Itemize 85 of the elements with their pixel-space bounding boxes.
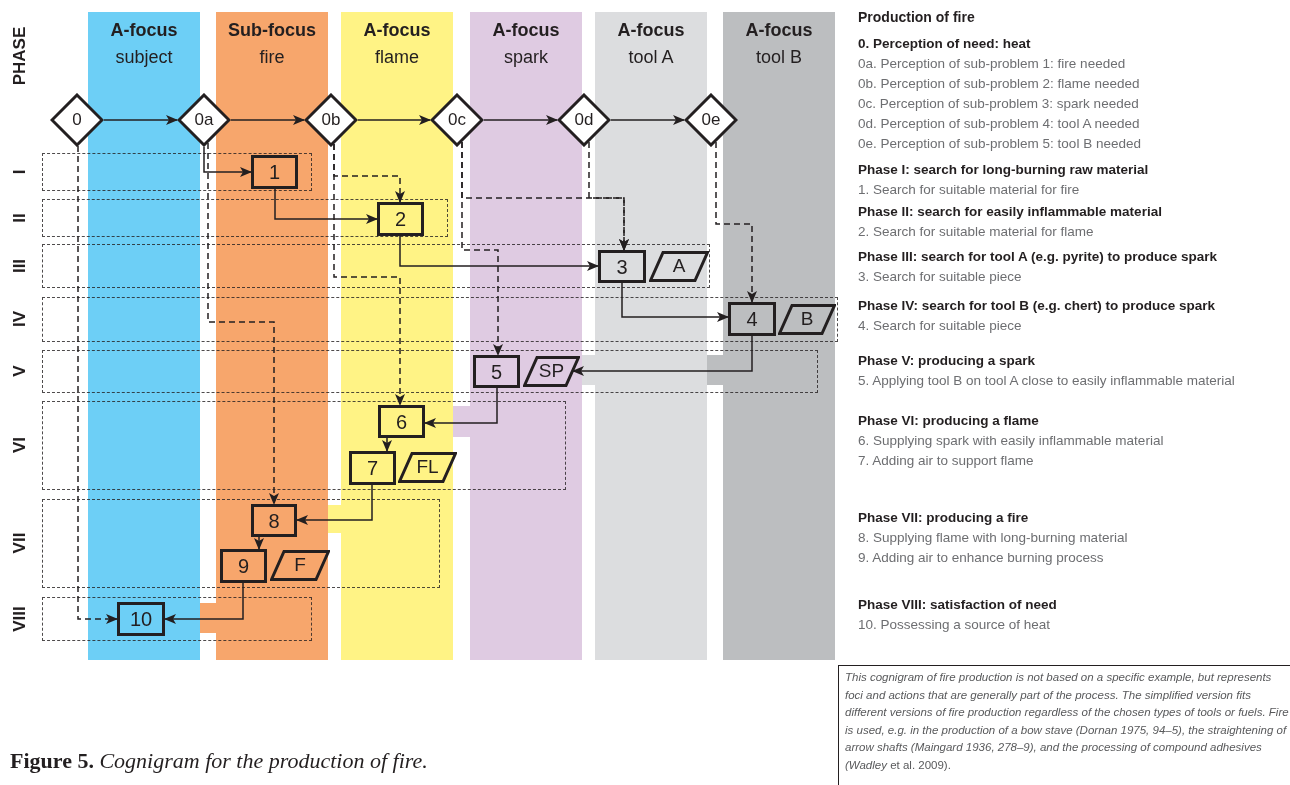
arrow: [103, 115, 178, 125]
step-description: 4. Search for suitable piece: [858, 317, 1022, 335]
dashed-arrow: [333, 143, 405, 406]
decision-diamond: 0: [50, 93, 104, 147]
arrow: [296, 484, 373, 525]
list-heading: Phase II: search for easily inflammable material: [858, 203, 1162, 221]
arrow: [572, 335, 753, 376]
arrow: [621, 282, 729, 322]
dashed-arrow: [77, 145, 118, 624]
decision-diamond: 0b: [304, 93, 358, 147]
arrow: [230, 115, 305, 125]
step-description: 3. Search for suitable piece: [858, 268, 1022, 286]
step-description: 0e. Perception of sub-problem 5: tool B needed: [858, 135, 1141, 153]
arrow: [483, 115, 558, 125]
step-description: 1. Search for suitable material for fire: [858, 181, 1080, 199]
step-description: 7. Adding air to support flame: [858, 452, 1034, 470]
arrow: [424, 387, 498, 428]
column-subheading: fire: [259, 46, 285, 68]
list-heading: Phase V: producing a spark: [858, 352, 1036, 370]
list-heading: Phase III: search for tool A (e.g. pyrite) to produce spark: [858, 248, 1218, 266]
step-description: 6. Supplying spark with easily inflammable material: [858, 432, 1164, 450]
step-box: 8: [251, 504, 297, 537]
phase-numeral: V: [10, 365, 30, 377]
dashed-arrow: [461, 141, 503, 356]
note-box: This cognigram of fire production is not based on a specific example, but represents foci and actions that are generally part of the process. The simplified version fits different versions of fire production regardless of the chosen types of tools or fuels. Fire is used, e.g. in the production of a bow stave (Dornan 1975, 94–5), the straightening of arrow shafts (Maingard 1936, 278–9), and the processing of compound adhesives (Wadley et al. 2009).: [838, 665, 1290, 785]
list-heading: 0. Perception of need: heat: [858, 35, 1031, 53]
phase-numeral: IV: [10, 310, 30, 328]
step-description: 10. Possessing a source of heat: [858, 616, 1051, 634]
column-heading: A-focus: [363, 19, 431, 41]
step-box: 6: [378, 405, 425, 438]
step-box: 1: [251, 155, 298, 189]
arrow: [254, 536, 264, 550]
column-heading: A-focus: [492, 19, 560, 41]
list-heading: Phase IV: search for tool B (e.g. chert) to produce spark: [858, 297, 1216, 315]
list-heading: Phase VII: producing a fire: [858, 509, 1029, 527]
decision-diamond: 0a: [177, 93, 231, 147]
list-heading: Phase VI: producing a flame: [858, 412, 1039, 430]
dashed-arrow: [715, 141, 757, 303]
phase-numeral: VII: [10, 532, 30, 554]
column-heading: A-focus: [745, 19, 813, 41]
column-subheading: tool A: [628, 46, 674, 68]
decision-diamond: 0e: [684, 93, 738, 147]
step-description: 0a. Perception of sub-problem 1: fire needed: [858, 55, 1126, 73]
decision-diamond: 0c: [430, 93, 484, 147]
step-box: 2: [377, 202, 424, 236]
step-description: 2. Search for suitable material for flame: [858, 223, 1094, 241]
column-subheading: flame: [375, 46, 419, 68]
column-heading: A-focus: [110, 19, 178, 41]
phase-numeral: II: [10, 213, 30, 223]
step-description: 8. Supplying flame with long-burning material: [858, 529, 1128, 547]
phase-numeral: VIII: [10, 606, 30, 632]
column-heading: Sub-focus: [228, 19, 316, 41]
step-box: 10: [117, 602, 165, 636]
column-heading: A-focus: [617, 19, 685, 41]
list-heading: Phase I: search for long-burning raw material: [858, 161, 1149, 179]
arrow: [357, 115, 431, 125]
list-heading: Production of fire: [858, 8, 975, 26]
column-subheading: tool B: [756, 46, 802, 68]
step-description: 0b. Perception of sub-problem 2: flame needed: [858, 75, 1140, 93]
step-box: 5: [473, 355, 520, 388]
phase-numeral: VI: [10, 436, 30, 454]
step-description: 5. Applying tool B on tool A close to easily inflammable material: [858, 372, 1235, 390]
dashed-arrow: [207, 142, 279, 505]
arrow: [399, 235, 599, 271]
step-box: 3: [598, 250, 646, 283]
step-description: 9. Adding air to enhance burning process: [858, 549, 1104, 567]
step-description: 0c. Perception of sub-problem 3: spark needed: [858, 95, 1139, 113]
axis-title: PHASE: [10, 26, 30, 86]
step-description: 0d. Perception of sub-problem 4: tool A needed: [858, 115, 1140, 133]
dashed-arrow: [588, 141, 629, 251]
arrow: [164, 582, 244, 624]
decision-diamond: 0d: [557, 93, 611, 147]
arrow: [274, 188, 378, 224]
column-subheading: subject: [115, 46, 173, 68]
list-heading: Phase VIII: satisfaction of need: [858, 596, 1057, 614]
phase-numeral: I: [10, 169, 30, 175]
step-box: 4: [728, 302, 776, 336]
column-subheading: spark: [504, 46, 548, 68]
arrow: [203, 146, 252, 177]
step-box: 7: [349, 451, 396, 485]
step-box: 9: [220, 549, 267, 583]
arrow: [382, 437, 392, 452]
figure-caption: Figure 5. Cognigram for the production of fire.: [10, 747, 428, 775]
phase-numeral: III: [10, 258, 30, 274]
arrow: [610, 115, 685, 125]
